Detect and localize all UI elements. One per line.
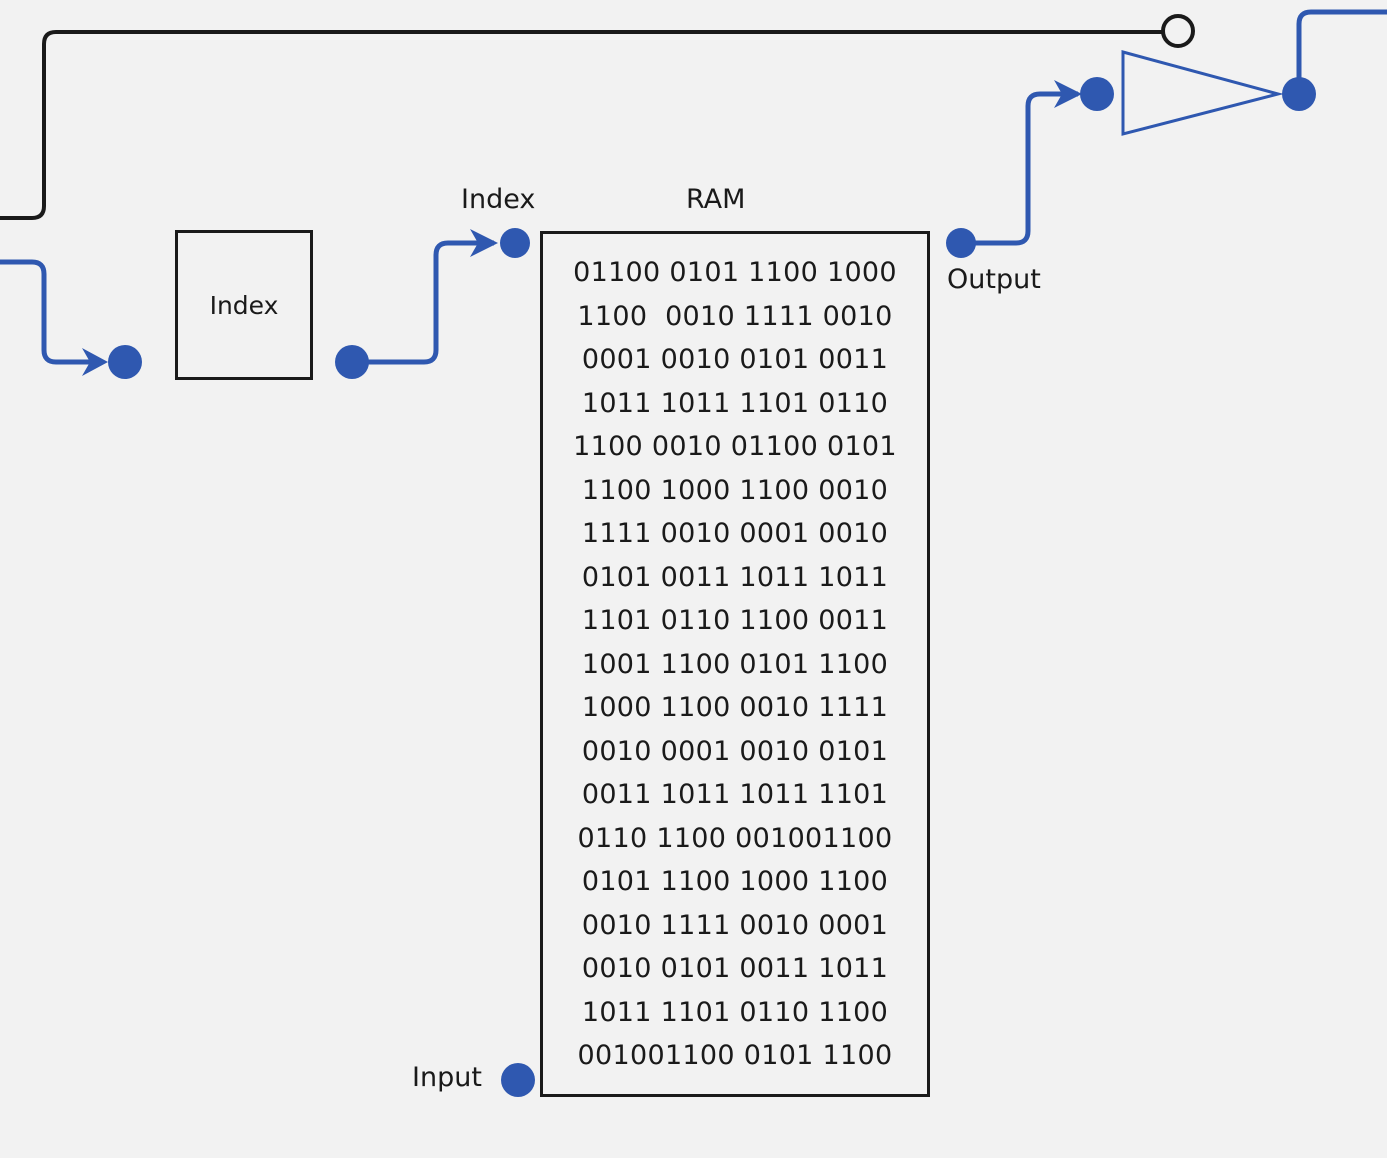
ram-input-port-label: Input bbox=[412, 1062, 482, 1093]
index-input-arrow-icon bbox=[82, 348, 108, 376]
ram-line: 1100 1000 1100 0010 bbox=[581, 474, 889, 506]
ram-line: 001001100 0101 1100 bbox=[577, 1040, 893, 1071]
ram-line: 01100 0101 1100 1000 bbox=[573, 257, 897, 288]
ram-contents: 01100 0101 1100 1000 1100 0010 1111 0010… bbox=[543, 251, 927, 1078]
clock-wire[interactable] bbox=[0, 30, 1162, 220]
ram-line: 1100 0010 1111 0010 bbox=[577, 300, 893, 332]
index-block-input-port[interactable] bbox=[108, 345, 142, 379]
ram-index-port-label: Index bbox=[461, 184, 536, 215]
index-block[interactable]: Index bbox=[175, 230, 313, 380]
ram-line: 0010 0001 0010 0101 bbox=[581, 735, 889, 767]
buffer-output-port[interactable] bbox=[1282, 77, 1316, 111]
buffer-input-arrow-icon bbox=[1054, 80, 1082, 108]
ram-line: 0001 0010 0101 0011 bbox=[581, 344, 889, 375]
buffer-input-port[interactable] bbox=[1080, 77, 1114, 111]
ram-line: 1011 1101 0110 1100 bbox=[581, 996, 889, 1028]
ram-line: 1001 1100 0101 1100 bbox=[581, 648, 889, 680]
ram-line: 1101 0110 1100 0011 bbox=[581, 605, 889, 636]
index-block-label: Index bbox=[209, 290, 279, 320]
ram-line: 0010 1111 0010 0001 bbox=[581, 909, 889, 941]
index-input-wire[interactable] bbox=[0, 259, 100, 365]
ram-line: 1100 0010 01100 0101 bbox=[573, 431, 897, 462]
ram-line: 0101 0011 1011 1011 bbox=[581, 561, 889, 593]
buffer-gate-icon[interactable] bbox=[1121, 50, 1284, 136]
ram-line: 0011 1011 1011 1101 bbox=[581, 779, 889, 810]
ram-input-port[interactable] bbox=[501, 1063, 535, 1097]
ram-line: 1111 0010 0001 0010 bbox=[581, 518, 889, 549]
index-to-ram-wire[interactable] bbox=[352, 240, 494, 365]
ram-line: 1011 1011 1101 0110 bbox=[581, 387, 889, 419]
buffer-output-wire[interactable] bbox=[1296, 9, 1387, 94]
ram-index-port[interactable] bbox=[500, 228, 530, 258]
ram-line: 0101 1100 1000 1100 bbox=[581, 866, 889, 897]
ram-block[interactable]: 01100 0101 1100 1000 1100 0010 1111 0010… bbox=[540, 231, 930, 1097]
ram-line: 0110 1100 001001100 bbox=[577, 822, 893, 854]
ram-title: RAM bbox=[686, 184, 746, 215]
ram-line: 0010 0101 0011 1011 bbox=[581, 953, 889, 984]
ram-index-arrow-icon bbox=[470, 229, 498, 257]
ram-output-wire[interactable] bbox=[961, 91, 1078, 246]
ram-line: 1000 1100 0010 1111 bbox=[581, 692, 889, 723]
inverted-port-bubble[interactable] bbox=[1161, 14, 1195, 48]
ram-output-port-label: Output bbox=[947, 264, 1041, 295]
